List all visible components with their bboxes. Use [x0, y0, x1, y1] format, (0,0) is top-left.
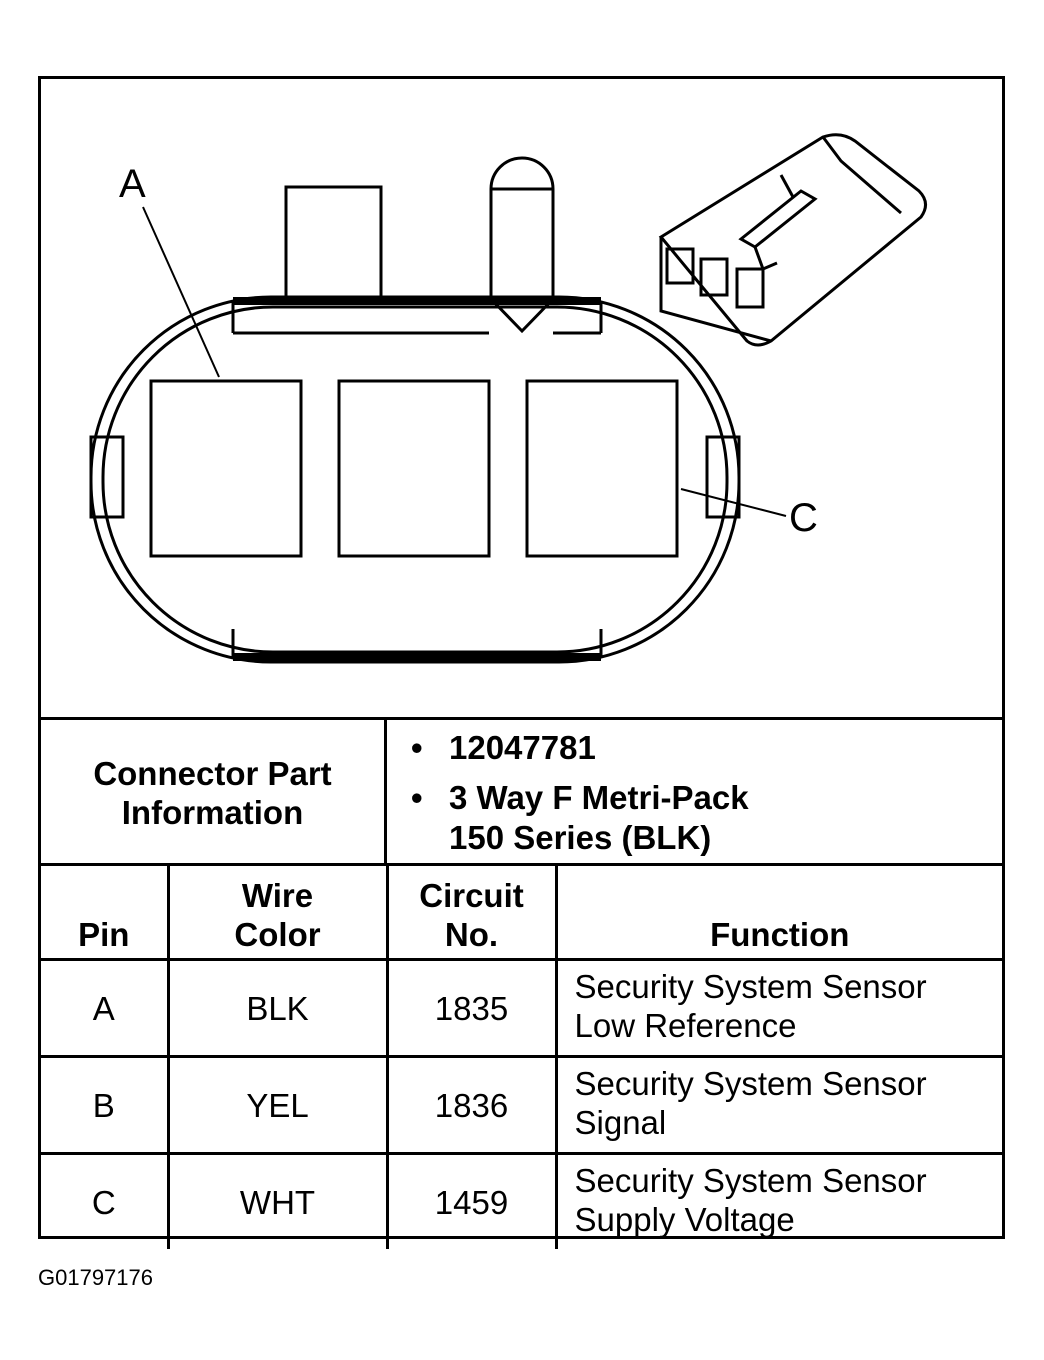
connector-description-line2: 150 Series (BLK) [449, 819, 712, 856]
connector-isometric-icon [658, 133, 927, 347]
circuit-cell: 1459 [385, 1152, 558, 1249]
header-function: Function [554, 866, 1002, 961]
cavity-b [337, 379, 491, 558]
cavity-a [149, 379, 303, 558]
key-tab [284, 185, 383, 301]
bullet-glyph: • [411, 729, 423, 766]
wire-color-cell: YEL [166, 1055, 389, 1155]
pin-cell: A [41, 958, 170, 1058]
connector-face-diagram: A C [41, 79, 1002, 719]
connector-part-details: • 12047781 • 3 Way F Metri-Pack 150 Seri… [387, 720, 1002, 865]
circuit-cell: 1835 [385, 958, 558, 1058]
callout-c: C [789, 496, 818, 540]
connector-description-line1: 3 Way F Metri-Pack [449, 779, 749, 816]
connector-description-item: • 3 Way F Metri-Pack 150 Series (BLK) [411, 778, 749, 858]
pin-cell: C [41, 1152, 170, 1249]
wire-color-cell: WHT [166, 1152, 389, 1249]
circuit-cell: 1836 [385, 1055, 558, 1155]
connector-outer-shell [89, 295, 741, 664]
polarizing-tab [489, 156, 555, 334]
connector-inner-shell [101, 305, 729, 654]
wire-color-cell: BLK [166, 958, 389, 1058]
part-number: 12047781 [449, 729, 596, 766]
callout-a: A [119, 162, 146, 206]
cavity-c [525, 379, 679, 558]
figure-id: G01797176 [38, 1265, 153, 1290]
header-pin: Pin [41, 866, 170, 961]
pin-cell: B [41, 1055, 170, 1155]
connector-part-info: Connector Part Information • 12047781 • … [41, 717, 1002, 865]
connector-figure-frame: A C Connector Part Information • 1204778… [38, 76, 1005, 1249]
bullet-glyph: • [411, 779, 423, 816]
connector-part-info-label: Connector Part Information [41, 720, 387, 865]
part-number-item: • 12047781 [411, 728, 596, 768]
